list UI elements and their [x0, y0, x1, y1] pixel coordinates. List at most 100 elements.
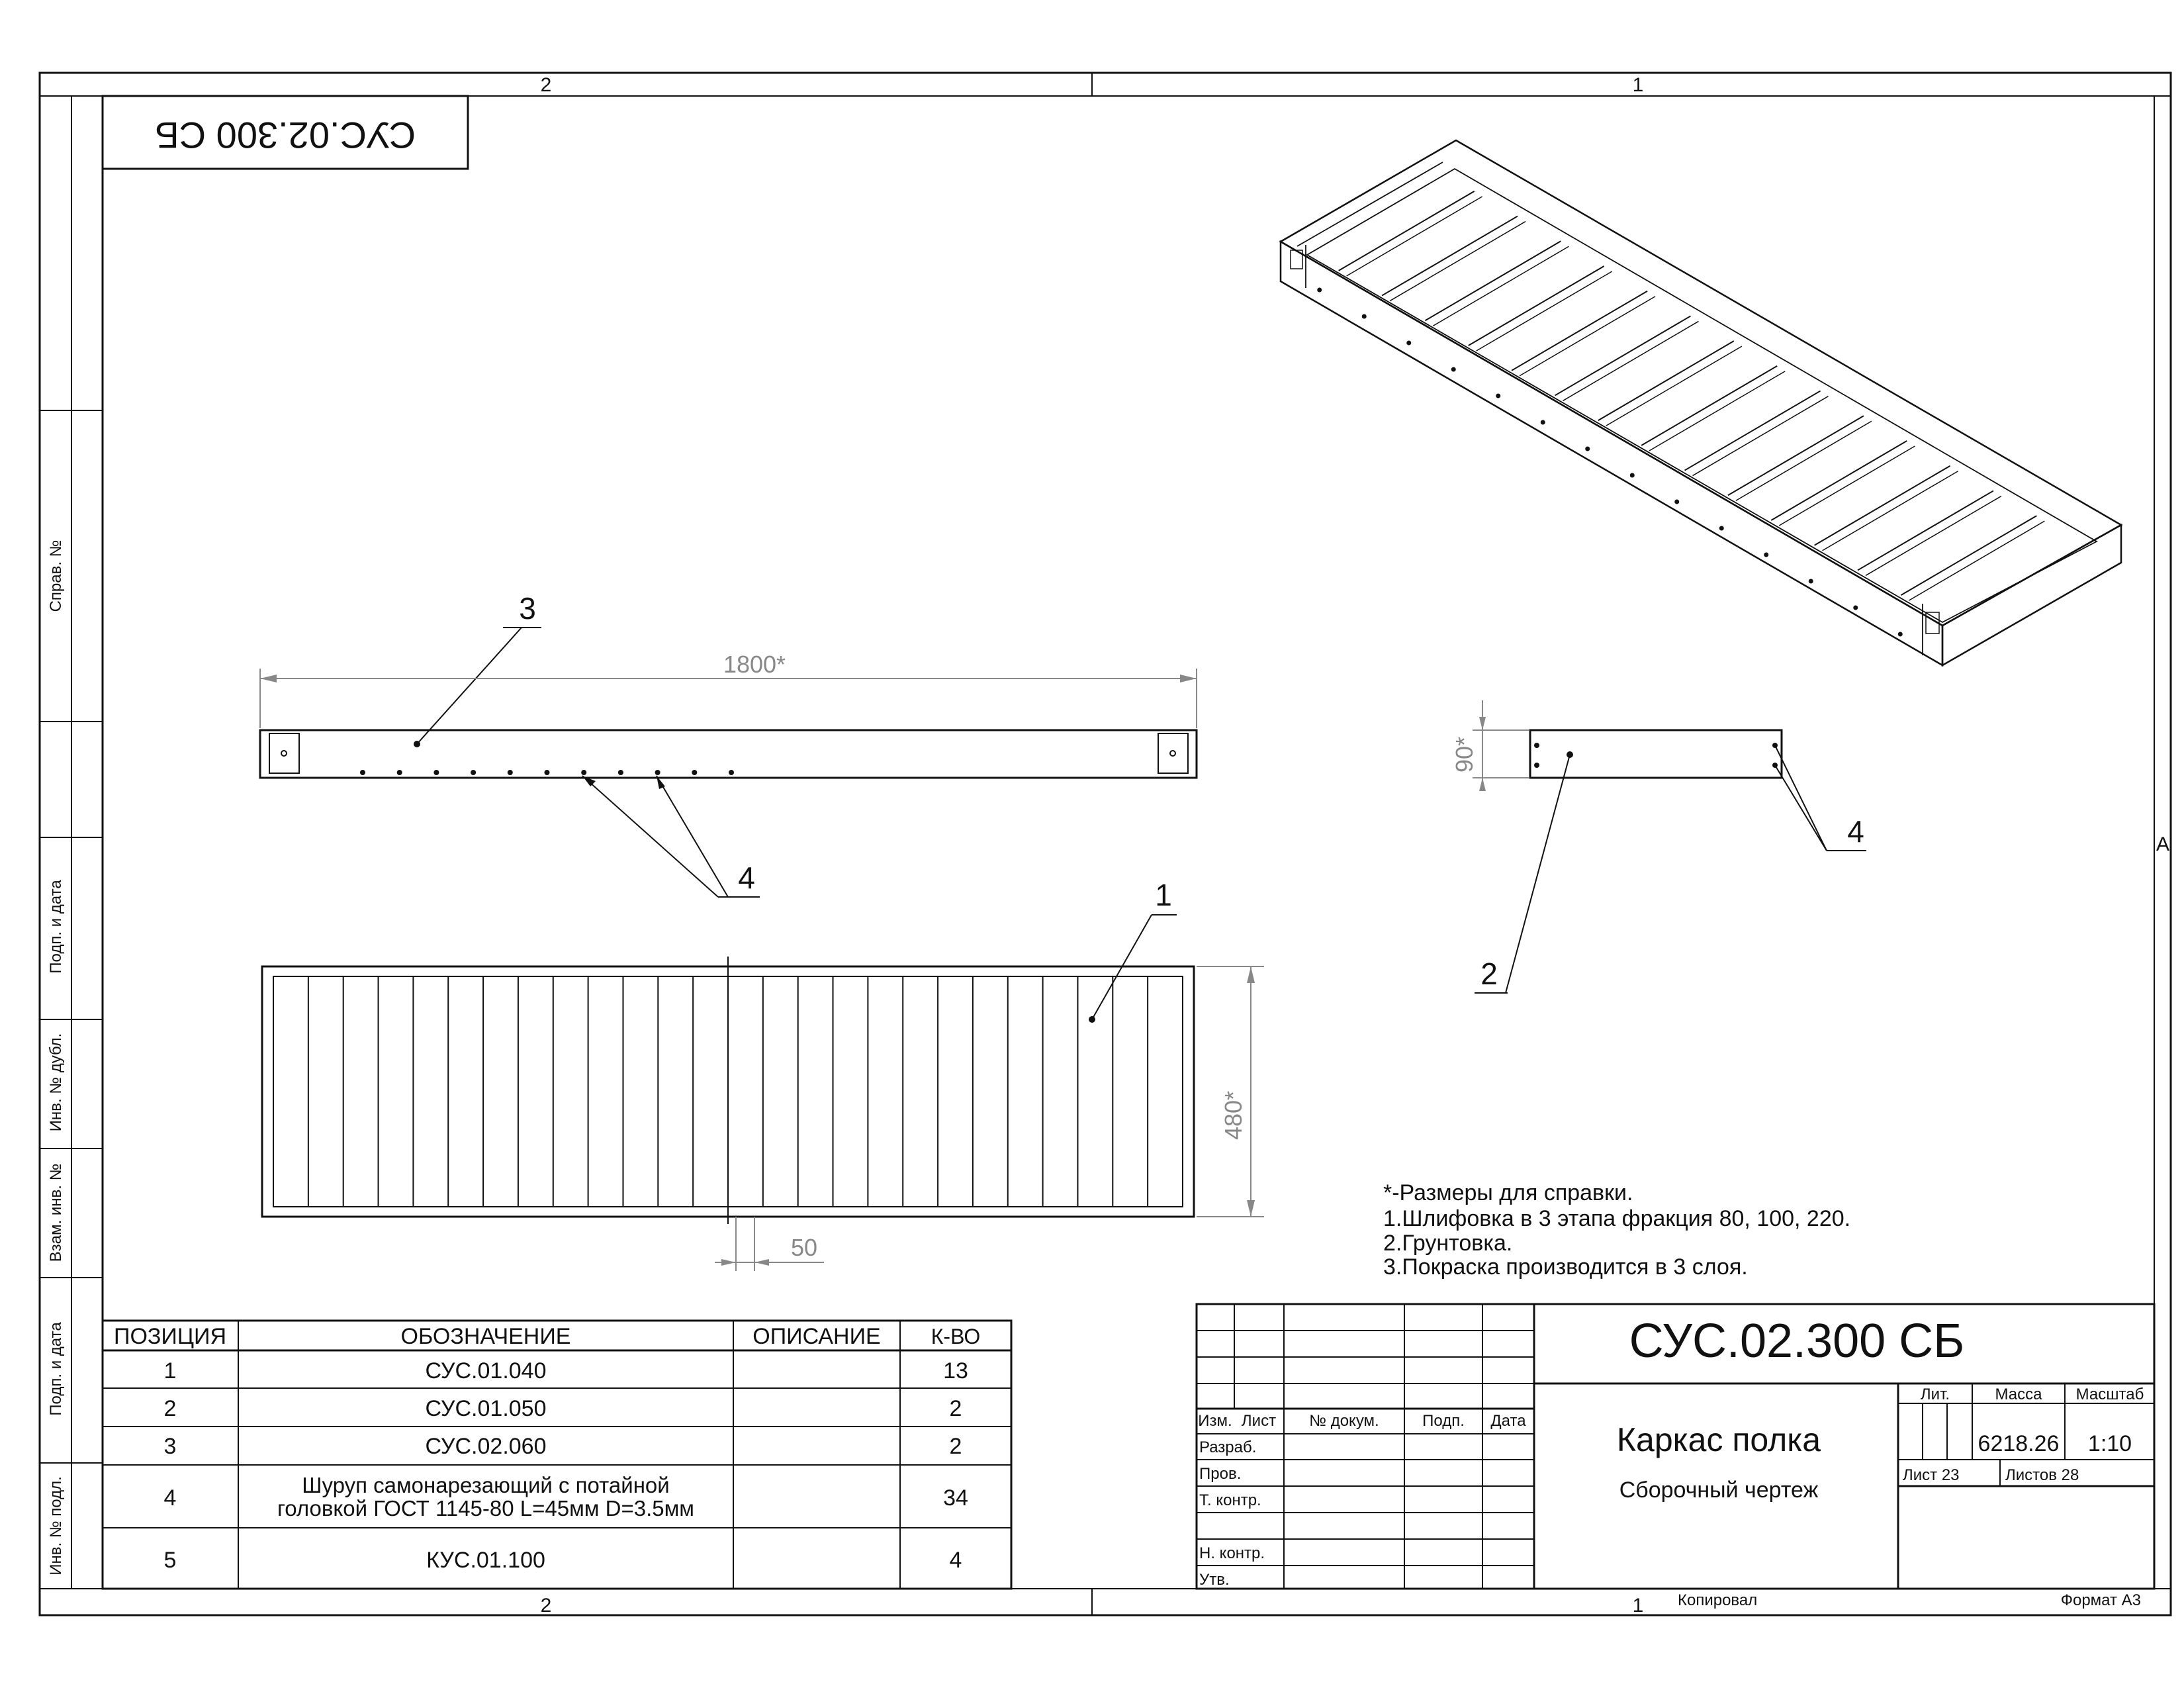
spec-row-2-code: СУС.01.050 — [425, 1396, 546, 1421]
spec-header-qty: К-ВО — [931, 1325, 980, 1348]
stamp-box — [101, 95, 469, 170]
side-label-inv-podl: Инв. № подл. — [47, 1476, 65, 1575]
iso-screw — [1853, 605, 1858, 610]
tb-role-prov: Пров. — [1199, 1465, 1241, 1483]
spec-header-description: ОПИСАНИЕ — [752, 1324, 880, 1349]
callout-3-leader — [416, 627, 522, 745]
side-label-sprav: Справ. № — [47, 540, 65, 612]
iso-slat-shadow — [1822, 471, 1958, 551]
tb-role-razrab: Разраб. — [1199, 1438, 1256, 1456]
iso-slat-shadow — [1346, 196, 1483, 277]
binding-dividers — [40, 410, 103, 1464]
tb-col-sign: Подп. — [1422, 1412, 1465, 1430]
callout-1-label: 1 — [1155, 878, 1172, 912]
spec-row-5-pos: 5 — [164, 1548, 177, 1573]
iso-slat-edge — [1814, 465, 1951, 546]
iso-screw — [1317, 287, 1322, 293]
callout-3-label: 3 — [519, 591, 536, 626]
iso-slat-shadow — [1519, 296, 1656, 377]
zone-label-right: A — [2156, 833, 2169, 855]
front-screw — [655, 770, 660, 775]
iso-screw — [1496, 393, 1501, 399]
front-screw — [360, 770, 365, 775]
spec-row-3-code: СУС.02.060 — [425, 1434, 546, 1459]
note-3: 3.Покраска производится в 3 слоя. — [1383, 1254, 1748, 1280]
iso-screw — [1585, 446, 1590, 451]
side-label-podp-data-2: Подп. и дата — [47, 1322, 65, 1416]
spec-header-designation: ОБОЗНАЧЕНИЕ — [401, 1324, 571, 1349]
dimension-height: 90* — [1451, 700, 1529, 791]
tb-role-utv: Утв. — [1199, 1571, 1230, 1589]
zone-label-bottom-left: 2 — [541, 1595, 552, 1617]
callout-4-side-label: 4 — [1847, 814, 1864, 849]
spec-row-1-qty: 13 — [943, 1358, 968, 1383]
front-screws — [360, 770, 734, 775]
spec-row-1-code: СУС.01.040 — [425, 1358, 546, 1383]
iso-slat-edge — [1511, 290, 1648, 371]
iso-slat-edge — [1381, 215, 1518, 297]
front-end-block-left — [269, 733, 300, 774]
front-hole-left — [281, 750, 287, 757]
callout-4-front: 4 — [582, 775, 760, 898]
iso-screw — [1764, 552, 1769, 557]
tb-sheet: Лист 23 — [1903, 1466, 1960, 1484]
tb-drawing-name: Каркас полка — [1617, 1421, 1821, 1458]
iso-screw — [1674, 499, 1680, 504]
iso-slat-edge — [1554, 315, 1691, 397]
dim-50-label: 50 — [791, 1234, 817, 1261]
spec-row-5-code: КУС.01.100 — [426, 1548, 545, 1573]
technical-notes: *-Размеры для справки. 1.Шлифовка в 3 эт… — [1383, 1180, 1850, 1280]
iso-slat-shadow — [1649, 371, 1786, 451]
front-screw — [471, 770, 477, 775]
front-rail — [259, 729, 1198, 779]
dim-480-label: 480* — [1220, 1091, 1247, 1140]
dimension-gap: 50 — [715, 1217, 824, 1271]
note-0: *-Размеры для справки. — [1383, 1180, 1633, 1205]
footer-copied: Копировал — [1678, 1591, 1757, 1609]
tb-sheets: Листов 28 — [2005, 1466, 2079, 1484]
iso-slat-shadow — [1563, 320, 1699, 402]
footer-format: Формат А3 — [2061, 1591, 2141, 1609]
iso-slat-edge — [1684, 390, 1821, 471]
side-view: 2 4 — [1475, 729, 1866, 994]
iso-slat-shadow — [1433, 246, 1569, 326]
iso-slat-shadow — [1389, 220, 1526, 302]
front-screw — [617, 770, 623, 775]
tb-scale-value: 1:10 — [2088, 1431, 2132, 1456]
spec-header-position: ПОЗИЦИЯ — [114, 1324, 226, 1349]
side-board — [1529, 729, 1783, 779]
side-label-vzam-inv: Взам. инв. № — [47, 1164, 65, 1262]
spec-row-5-qty: 4 — [950, 1548, 962, 1573]
spec-row-4-code-line1: Шуруп самонарезающий с потайной — [302, 1473, 669, 1497]
front-hole-right — [1169, 750, 1176, 757]
tb-role-tkontr: Т. контр. — [1199, 1491, 1261, 1509]
callout-2-label: 2 — [1480, 957, 1498, 991]
tb-scale-label: Масштаб — [2076, 1385, 2144, 1403]
front-screw — [729, 770, 734, 775]
plan-slats — [307, 976, 1149, 1207]
iso-screws — [1317, 287, 1903, 637]
spec-table: ПОЗИЦИЯ ОБОЗНАЧЕНИЕ ОПИСАНИЕ К-ВО 1 СУС.… — [101, 1319, 1013, 1590]
iso-screw — [1629, 473, 1635, 478]
iso-slat-shadow — [1606, 346, 1743, 426]
dimension-length: 1800* — [259, 651, 1197, 728]
zone-label-bottom-right: 1 — [1633, 1595, 1644, 1617]
iso-slat-shadow — [1908, 520, 2045, 601]
outer-frame — [38, 71, 2172, 1617]
tb-role-nkontr: Н. контр. — [1199, 1544, 1265, 1562]
front-screw — [581, 770, 587, 775]
iso-screw — [1808, 579, 1813, 584]
zone-label-top-right: 1 — [1633, 74, 1644, 96]
tb-lit-label: Лит. — [1921, 1385, 1950, 1403]
front-screw — [507, 770, 513, 775]
iso-screw — [1540, 420, 1545, 425]
plan-view: 1 — [261, 878, 1195, 1228]
side-label-inv-dubl: Инв. № дубл. — [47, 1033, 65, 1132]
front-screw — [396, 770, 402, 775]
iso-slat-edge — [1727, 415, 1864, 496]
iso-view — [1279, 139, 2123, 667]
spec-row-2-qty: 2 — [950, 1396, 962, 1421]
iso-slat-shadow — [1735, 420, 1872, 501]
iso-slat-shadow — [1692, 395, 1829, 477]
spec-row-3-pos: 3 — [164, 1434, 177, 1459]
